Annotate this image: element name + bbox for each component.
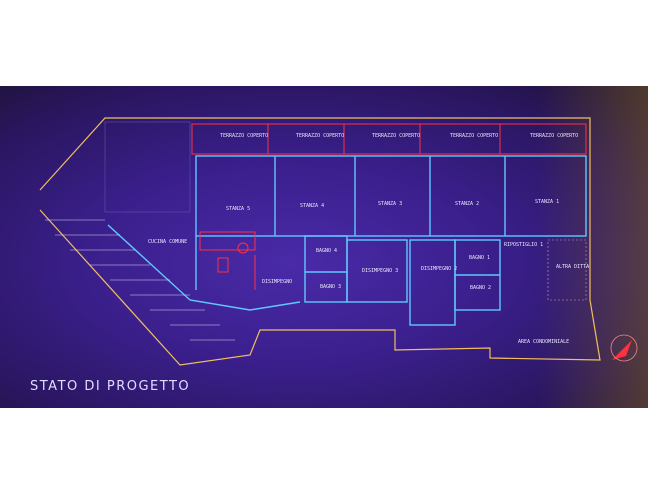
label-terrazzo-4: TERRAZZO COPERTO xyxy=(450,133,498,139)
drawing-title: STATO DI PROGETTO xyxy=(30,379,190,394)
label-area-condominiale: AREA CONDOMINIALE xyxy=(518,339,569,345)
label-disimpegno-2: DISIMPEGNO 2 xyxy=(421,266,457,272)
brick-wall-area xyxy=(104,121,191,213)
label-cucina: CUCINA COMUNE xyxy=(148,239,187,245)
kitchen-fixtures xyxy=(199,231,256,290)
label-stanza-3: STANZA 3 xyxy=(378,201,402,207)
label-bagno-3: BAGNO 3 xyxy=(320,284,341,290)
screen-glare xyxy=(538,86,648,408)
stair-hatch xyxy=(45,219,235,341)
label-altra-ditta: ALTRA DITTA xyxy=(556,264,589,270)
label-bagno-1: BAGNO 1 xyxy=(469,255,490,261)
north-arrow-icon xyxy=(612,340,632,360)
label-disimpegno: DISIMPEGNO xyxy=(262,279,292,285)
label-terrazzo-1: TERRAZZO COPERTO xyxy=(220,133,268,139)
label-terrazzo-5: TERRAZZO COPERTO xyxy=(530,133,578,139)
north-arrow-ring-icon xyxy=(610,334,638,362)
terraces xyxy=(191,123,587,155)
altra-ditta-hatch xyxy=(547,239,587,301)
walls xyxy=(107,155,587,326)
label-bagno-4: BAGNO 4 xyxy=(316,248,337,254)
label-stanza-4: STANZA 4 xyxy=(300,203,324,209)
label-bagno-2: BAGNO 2 xyxy=(470,285,491,291)
label-terrazzo-2: TERRAZZO COPERTO xyxy=(296,133,344,139)
label-disimpegno-3: DISIMPEGNO 3 xyxy=(362,268,398,274)
label-stanza-5: STANZA 5 xyxy=(226,206,250,212)
site-boundary xyxy=(39,117,601,366)
label-stanza-2: STANZA 2 xyxy=(455,201,479,207)
label-stanza-1: STANZA 1 xyxy=(535,199,559,205)
label-ripostiglio: RIPOSTIGLIO 1 xyxy=(504,242,543,248)
label-terrazzo-3: TERRAZZO COPERTO xyxy=(372,133,420,139)
